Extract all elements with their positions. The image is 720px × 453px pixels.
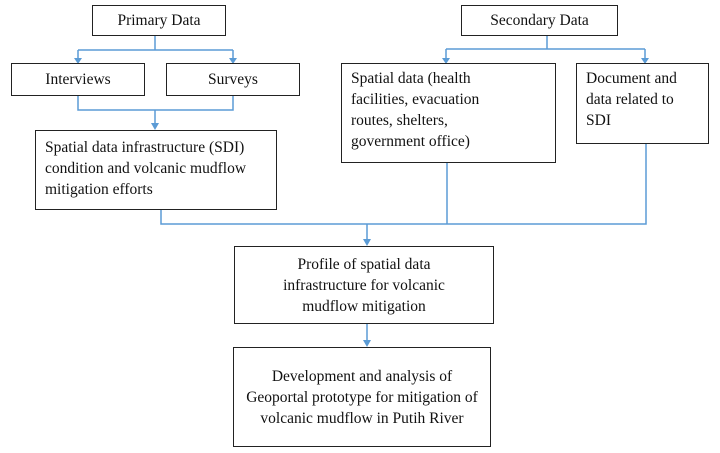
interviews-box: Interviews xyxy=(11,63,145,96)
documents-box: Document and data related to SDI xyxy=(576,63,709,144)
surveys-box: Surveys xyxy=(166,63,300,96)
secondary-data-box: Secondary Data xyxy=(461,5,618,36)
spatial-data-box: Spatial data (health facilities, evacuat… xyxy=(341,63,556,163)
primary-connector xyxy=(74,36,237,64)
merge-connector-all xyxy=(160,144,647,246)
merge-connector-primary xyxy=(77,96,234,130)
development-box: Development and analysis of Geoportal pr… xyxy=(233,347,491,447)
profile-box: Profile of spatial data infrastructure f… xyxy=(234,246,494,324)
profile-to-development-arrow xyxy=(363,324,371,347)
sdi-condition-box: Spatial data infrastructure (SDI) condit… xyxy=(35,130,277,210)
primary-data-box: Primary Data xyxy=(92,5,226,36)
secondary-connector xyxy=(442,36,649,64)
